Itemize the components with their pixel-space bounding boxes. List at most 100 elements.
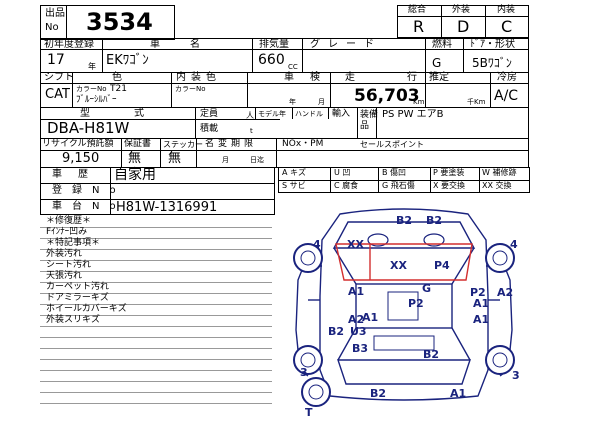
divider bbox=[330, 167, 331, 193]
damage-mark: XX bbox=[347, 238, 364, 251]
rule-line bbox=[40, 392, 272, 393]
fuel: G bbox=[432, 56, 442, 70]
divider bbox=[330, 72, 331, 107]
history-label: 車歴 bbox=[52, 169, 104, 180]
note-line: ＊特記事項＊ bbox=[46, 238, 101, 248]
divider bbox=[247, 72, 248, 107]
divider bbox=[302, 38, 303, 72]
label-model-year: モデル年 bbox=[258, 110, 286, 118]
divider bbox=[357, 107, 358, 138]
damage-mark: B2 bbox=[370, 387, 387, 400]
damage-mark: U3 bbox=[350, 325, 367, 338]
divider bbox=[66, 5, 67, 40]
damage-mark: B2 bbox=[396, 214, 413, 227]
label-equipment: 装備品 bbox=[360, 110, 379, 131]
legend-w: W 補修跡 bbox=[482, 168, 517, 177]
sticker-value: 無 bbox=[168, 151, 182, 166]
divider bbox=[479, 167, 480, 193]
inspection-month-unit: 月 bbox=[318, 98, 325, 106]
car-model: EKﾜｺﾞﾝ bbox=[106, 53, 149, 68]
divider bbox=[121, 138, 122, 168]
wheel-icon bbox=[301, 377, 331, 407]
car-rear-window bbox=[337, 359, 471, 385]
divider bbox=[171, 72, 172, 107]
note-line: ＊修復歴＊ bbox=[46, 216, 92, 226]
damage-mark: 4 bbox=[510, 238, 518, 251]
legend-g: G 飛石傷 bbox=[382, 181, 415, 190]
load-unit: t bbox=[250, 127, 253, 135]
divider bbox=[276, 138, 277, 168]
load-label: 積載 bbox=[200, 124, 219, 134]
vin-value: H81W-1316991 bbox=[116, 200, 218, 215]
damage-mark: A1 bbox=[473, 313, 490, 326]
first-reg-year: 17 bbox=[47, 52, 65, 68]
label-name-change: 名変期限 bbox=[205, 139, 258, 149]
divider bbox=[328, 107, 329, 119]
wheel-icon bbox=[485, 243, 515, 273]
damage-mark: B2 bbox=[426, 214, 443, 227]
damage-mark: A2 bbox=[497, 286, 514, 299]
note-line: カーペット汚れ bbox=[46, 282, 110, 292]
damage-mark: P2 bbox=[408, 297, 424, 310]
label-interior-color: 内装色 bbox=[176, 72, 221, 83]
rule-line bbox=[40, 315, 272, 316]
divider bbox=[196, 138, 197, 168]
label-inspection: 車検 bbox=[284, 72, 336, 83]
wheel-icon bbox=[293, 345, 323, 375]
divider bbox=[425, 38, 426, 72]
equipment: PS PW エアB bbox=[382, 109, 444, 120]
damage-mark: B3 bbox=[352, 342, 369, 355]
car-damage-diagram bbox=[293, 208, 515, 407]
history-value: 自家用 bbox=[114, 167, 156, 183]
damage-mark: XX bbox=[390, 259, 407, 272]
divider bbox=[425, 72, 426, 107]
legend-xx: XX 交換 bbox=[482, 181, 512, 190]
divider bbox=[102, 38, 103, 72]
wheel-icon bbox=[293, 243, 323, 273]
recycle-fee: 9,150 bbox=[62, 151, 100, 166]
damage-mark: 4 bbox=[313, 238, 321, 251]
rule-line bbox=[40, 260, 272, 261]
lot-label-bottom: No bbox=[45, 22, 59, 33]
damage-highlight bbox=[335, 243, 473, 281]
note-line: ドアミラーキズ bbox=[46, 293, 109, 303]
damage-mark: P4 bbox=[434, 259, 450, 272]
label-model-code: 型式 bbox=[80, 108, 188, 119]
interior-color-no-label: カラーNo bbox=[175, 85, 206, 93]
estimate-unit: 千Km bbox=[467, 98, 486, 106]
divider bbox=[252, 38, 253, 72]
divider bbox=[110, 167, 111, 215]
grade-interior: C bbox=[501, 17, 513, 36]
divider bbox=[40, 72, 529, 73]
divider bbox=[40, 199, 275, 200]
note-line: Fｲﾝﾅｰ凹み bbox=[46, 227, 88, 237]
divider bbox=[278, 180, 530, 181]
name-change-day: 日迄 bbox=[250, 156, 264, 164]
legend-a: A キズ bbox=[282, 168, 307, 177]
legend-s: S サビ bbox=[282, 181, 306, 190]
note-line: 外装スリキズ bbox=[46, 315, 101, 325]
divider bbox=[40, 119, 280, 120]
inspection-year-unit: 年 bbox=[289, 98, 296, 106]
divider bbox=[441, 5, 442, 38]
divider bbox=[463, 38, 464, 72]
rule-line bbox=[40, 293, 272, 294]
model-code: DBA-H81W bbox=[47, 119, 130, 137]
displacement: 660 bbox=[258, 52, 285, 68]
warranty-value: 無 bbox=[128, 151, 142, 166]
label-ac: 冷房 bbox=[497, 72, 517, 83]
damage-mark: A1 bbox=[473, 297, 490, 310]
divider bbox=[40, 138, 529, 139]
label-handle: ハンドル bbox=[295, 110, 323, 118]
displacement-unit: CC bbox=[288, 63, 298, 71]
divider bbox=[40, 107, 529, 108]
divider bbox=[40, 150, 529, 151]
label-sticker: ステッカー bbox=[163, 140, 203, 149]
damage-mark: B2 bbox=[328, 325, 345, 338]
headlight-right bbox=[423, 233, 445, 247]
damage-mark: B2 bbox=[423, 348, 440, 361]
lot-number-box bbox=[40, 5, 175, 40]
divider bbox=[40, 83, 529, 84]
sales-point-label: セールスポイント bbox=[360, 140, 424, 149]
legend-c: C 腐食 bbox=[334, 181, 359, 190]
